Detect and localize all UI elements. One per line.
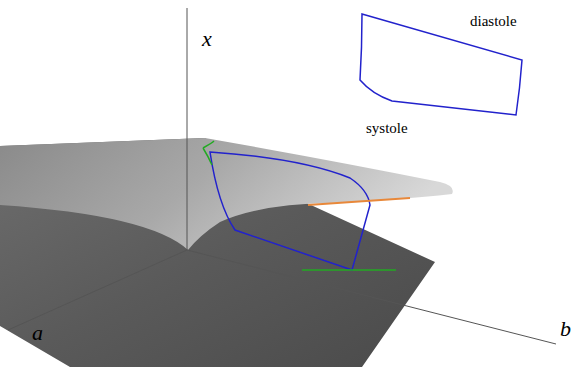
axis-label: x	[202, 28, 212, 50]
phase-label: systole	[366, 121, 408, 136]
green-arc	[203, 141, 214, 165]
axis-label: b	[560, 318, 571, 340]
a-axis	[8, 250, 187, 330]
green-line	[302, 269, 396, 271]
x-axis	[187, 8, 188, 250]
cycle-curve	[210, 152, 370, 270]
axis-label: a	[32, 322, 43, 344]
upper-sheet	[0, 138, 453, 250]
inset-loop	[360, 14, 522, 115]
phase-label: diastole	[470, 14, 517, 29]
b-axis	[187, 250, 556, 344]
orange-curve	[308, 198, 410, 205]
